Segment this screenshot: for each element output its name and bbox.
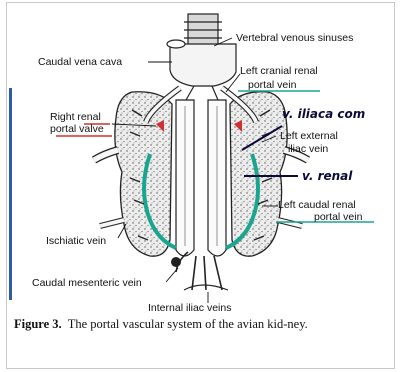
handwritten-iliaca: v. iliaca com	[282, 107, 365, 121]
label-caudal-vena-cava: Caudal vena cava	[38, 56, 122, 68]
label-right-renal-1: Right renal	[50, 111, 101, 123]
caption-figure-number: Figure 3.	[14, 317, 62, 331]
label-caudal-mesenteric-vein: Caudal mesenteric vein	[32, 277, 142, 289]
label-left-external-iliac-1: Left external	[280, 130, 338, 142]
label-left-caudal-renal-2: portal vein	[314, 211, 363, 223]
caption-text: The portal vascular system of the avian …	[68, 317, 308, 331]
label-internal-iliac-veins: Internal iliac veins	[148, 302, 231, 314]
label-left-caudal-renal-1: Left caudal renal	[278, 199, 356, 211]
handwritten-renal: v. renal	[302, 169, 353, 183]
label-right-renal-2: portal valve	[50, 123, 104, 135]
caudal-vena-cava-shape	[167, 40, 236, 86]
label-vertebral-venous-sinuses: Vertebral venous sinuses	[236, 32, 353, 44]
label-left-cranial-renal-2: portal vein	[248, 79, 297, 91]
central-vessels	[176, 86, 226, 256]
caudal-vessels	[171, 252, 228, 290]
figure-caption: Figure 3. The portal vascular system of t…	[14, 317, 394, 332]
label-ischiatic-vein: Ischiatic vein	[46, 235, 106, 247]
label-left-external-iliac-2: iliac vein	[288, 143, 328, 155]
label-left-cranial-renal-1: Left cranial renal	[240, 65, 318, 77]
